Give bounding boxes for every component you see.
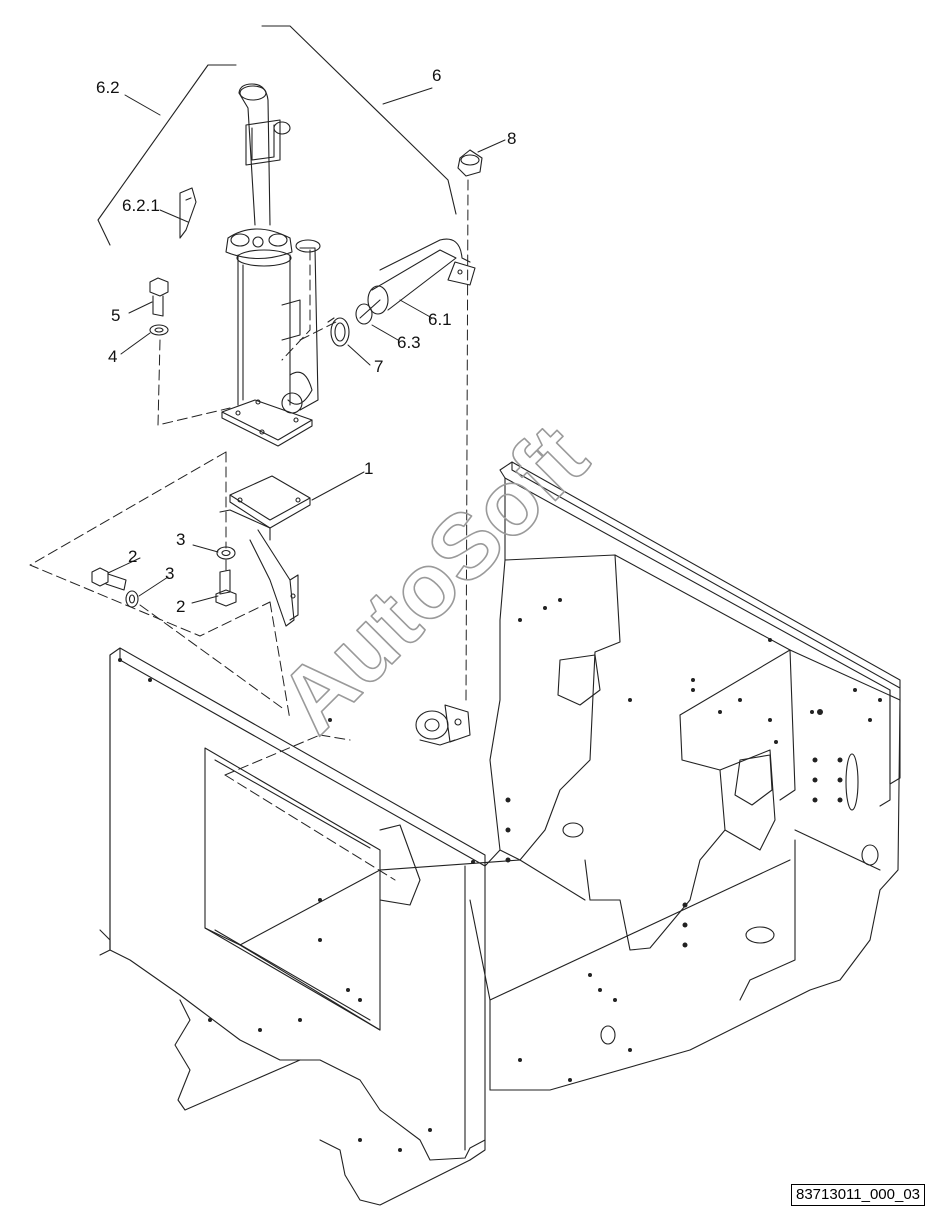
assembly-lines — [29, 179, 469, 881]
reference-code: 83713011_000_03 — [791, 1184, 925, 1206]
callout-labels: 6 6.2 8 6.2.1 6.1 6.3 7 5 4 1 3 2 3 2 — [96, 66, 516, 616]
part-7-clamp — [327, 317, 350, 347]
callout-2-upper: 2 — [128, 547, 137, 566]
autosoft-watermark: AutoSoft — [260, 405, 607, 752]
callout-5: 5 — [111, 306, 120, 325]
callout-6-2-1: 6.2.1 — [122, 196, 160, 215]
part-3-washer-upper — [216, 546, 236, 560]
part-8-cap — [457, 149, 483, 177]
callout-1: 1 — [364, 459, 373, 478]
part-2-bolt-vertical — [215, 569, 237, 607]
leader-lines — [107, 87, 506, 604]
part-5-bolt — [149, 277, 169, 317]
part-6-1-pipe — [355, 238, 476, 325]
callout-7: 7 — [374, 357, 383, 376]
muffler-assembly — [221, 83, 321, 447]
callout-4: 4 — [108, 347, 117, 366]
part-1-bracket — [219, 475, 311, 627]
turbo-outlet-component — [415, 704, 471, 746]
callout-6-2: 6.2 — [96, 78, 120, 97]
chassis-frame — [99, 461, 901, 1206]
group-bracket-lines — [97, 25, 457, 246]
callout-2-lower: 2 — [176, 597, 185, 616]
callout-3-lower: 3 — [165, 564, 174, 583]
part-4-washer — [149, 324, 169, 336]
part-3-washer-lower — [125, 590, 139, 608]
callout-6: 6 — [432, 66, 441, 85]
callout-8: 8 — [507, 129, 516, 148]
callout-3-upper: 3 — [176, 530, 185, 549]
part-6-2-1-clip — [179, 187, 197, 239]
part-2-bolt-horizontal — [91, 567, 127, 591]
callout-6-3: 6.3 — [397, 333, 421, 352]
callout-6-1: 6.1 — [428, 310, 452, 329]
